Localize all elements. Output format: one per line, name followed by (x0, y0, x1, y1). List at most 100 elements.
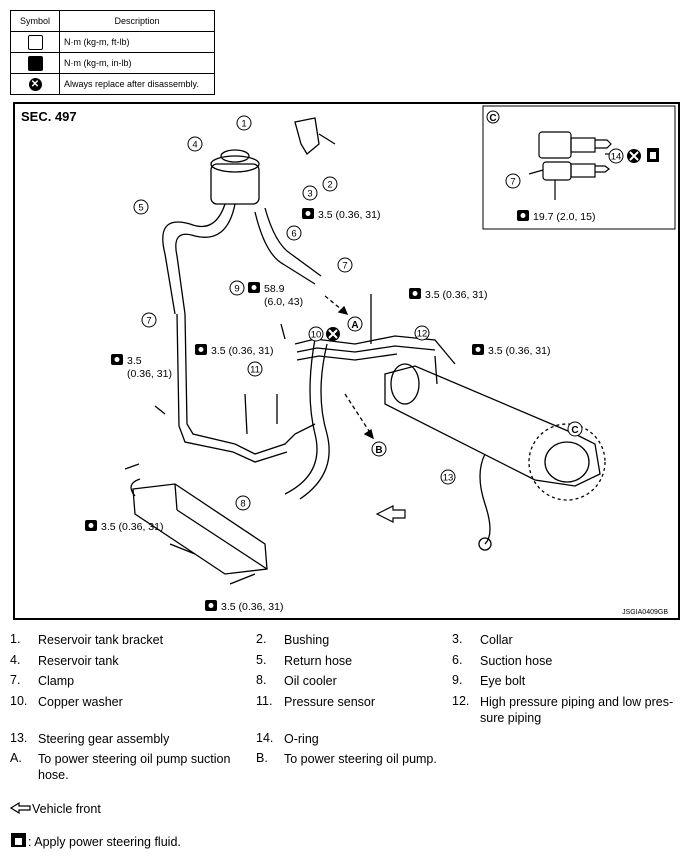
vehicle-front-note: Vehicle front (9, 801, 101, 816)
torque-wrench-icon (27, 34, 43, 50)
symbol-description: Always replace after disassembly. (59, 73, 215, 95)
inset-letter-circle (486, 110, 500, 124)
inset-letter: C (489, 113, 496, 124)
part-label: Oil cooler (284, 674, 337, 688)
callout-circle (337, 257, 353, 273)
torque-wrench-icon (517, 210, 529, 221)
symbol-table: Symbol Description N·m (kg-m, ft-lb) N·m… (10, 10, 215, 95)
torque-label: 3.5 (0.36, 31) (488, 345, 550, 357)
flow-arrows (324, 295, 374, 440)
part-number: 12. (452, 694, 470, 708)
vehicle-front-arrow-icon (375, 505, 406, 523)
callout-number: 12 (417, 329, 428, 340)
fluid-text: : Apply power steering fluid. (28, 835, 181, 849)
diagram-drawing: SEC. 497 C (21, 105, 676, 616)
torque-label: 58.9 (264, 283, 285, 295)
callout-circle (187, 136, 203, 152)
part-label: hose. (38, 768, 69, 782)
callout-circle (505, 173, 521, 189)
part-label: O-ring (284, 732, 319, 746)
callout-number: 10 (311, 330, 322, 341)
torque-label: 3.5 (0.36, 31) (425, 289, 487, 301)
callout-circle (229, 280, 245, 296)
symbol-header: Symbol (10, 10, 60, 32)
symbol-description: N·m (kg-m, in-lb) (59, 52, 215, 74)
part-number: 9. (452, 673, 463, 687)
callout-circle (141, 312, 157, 328)
torque-label: 3.5 (0.36, 31) (318, 209, 380, 221)
torque-wrench-icon (111, 354, 123, 365)
callout-number: 8 (240, 499, 245, 510)
part-label: Clamp (38, 674, 75, 688)
part-number: 1. (10, 632, 21, 646)
figure-code: JSGIA0409GB (622, 609, 668, 616)
part-number: 7. (10, 673, 21, 687)
part-number: 13. (10, 731, 28, 745)
callout-circle (322, 176, 338, 192)
replace-icon (326, 327, 340, 341)
part-number: 8. (256, 673, 267, 687)
part-number: 10. (10, 694, 28, 708)
part-label: Suction hose (480, 654, 553, 668)
torque-wrench-icon (85, 520, 97, 531)
callout-circle (308, 326, 324, 342)
part-label: Pressure sensor (284, 695, 376, 709)
part-number: 5. (256, 653, 267, 667)
part-number: 6. (452, 653, 463, 667)
part-label: Reservoir tank (38, 654, 119, 668)
letter-b-circle (371, 441, 387, 457)
torque-wrench-icon (195, 344, 207, 355)
part-label: Bushing (284, 633, 330, 647)
callout-circle (247, 361, 263, 377)
callout-circle (608, 148, 624, 164)
exploded-diagram: SEC. 497 C (13, 102, 680, 620)
torque-wrench-icon (302, 208, 314, 219)
fluid-icon (647, 148, 659, 162)
callout-circle (440, 469, 456, 485)
callout-number: 3 (307, 189, 312, 200)
callout-number: 5 (138, 203, 143, 214)
torque-label: 3.5 (0.36, 31) (101, 521, 163, 533)
part-number: 11. (256, 694, 273, 708)
callout-number: 13 (443, 473, 454, 484)
part-label: Steering gear assembly (38, 732, 170, 746)
letter-c-circle (567, 421, 583, 437)
section-label: SEC. 497 (21, 109, 77, 124)
callout-number: 4 (192, 140, 197, 151)
callout-circle (414, 325, 430, 341)
description-header: Description (59, 10, 215, 32)
part-label: Eye bolt (480, 674, 526, 688)
letter-a: A (351, 320, 358, 331)
torque-label: 19.7 (2.0, 15) (533, 211, 595, 223)
part-number: 3. (452, 632, 463, 646)
callout-circle (236, 115, 252, 131)
part-number: 14. (256, 731, 274, 745)
part-label: Reservoir tank bracket (38, 633, 164, 647)
inset-fittings (528, 131, 613, 200)
callout-number: 7 (342, 261, 347, 272)
fluid-icon (11, 833, 26, 847)
part-label: sure piping (480, 711, 542, 725)
symbol-description: N·m (kg-m, ft-lb) (59, 31, 215, 53)
part-label: To power steering oil pump suction (38, 752, 231, 766)
callout-number: 7 (510, 177, 515, 188)
vehicle-front-arrow-icon (9, 801, 31, 815)
torque-label: 3.5 (0.36, 31) (221, 601, 283, 613)
torque-wrench-icon (409, 288, 421, 299)
torque-labels: 3.5 (0.36, 31) 58.9 (6.0, 43) 3.5 (0.36,… (85, 208, 595, 613)
replace-icon (627, 149, 641, 163)
part-label: High pressure piping and low pres- (480, 695, 674, 709)
callout-circle (286, 225, 302, 241)
vehicle-front-text: Vehicle front (32, 802, 101, 816)
torque-label: (0.36, 31) (127, 368, 172, 380)
callout-number: 11 (250, 365, 260, 376)
callout-circle (133, 199, 149, 215)
letter-c: C (571, 425, 578, 436)
callout-number: 1 (241, 119, 246, 130)
callout-number: 14 (611, 152, 622, 163)
letter-b: B (375, 445, 382, 456)
callout-number: 2 (327, 180, 332, 191)
hoses (124, 117, 606, 585)
torque-wrench-fill-icon (27, 55, 43, 71)
